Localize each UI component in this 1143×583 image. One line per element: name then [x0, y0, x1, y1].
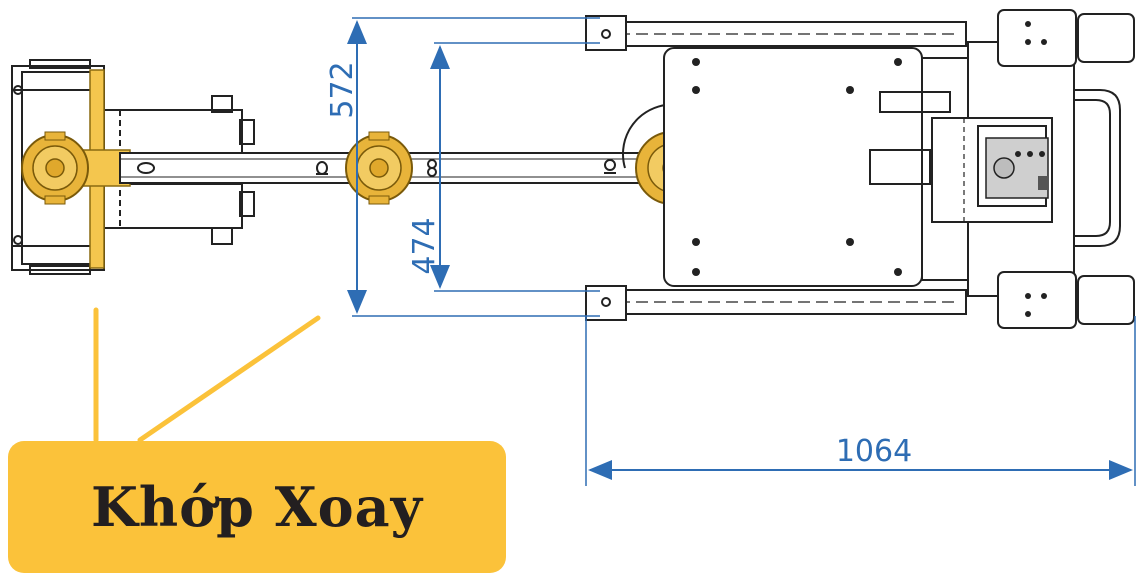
dimension-label-474: 474 — [407, 217, 442, 274]
platform-bolt-holes — [692, 58, 902, 276]
dimension-length — [585, 316, 1136, 486]
callout-box: Khớp Xoay — [8, 441, 506, 573]
dimension-label-1064: 1064 — [836, 434, 912, 469]
control-panel — [985, 137, 1049, 199]
dimension-inner-width — [430, 42, 600, 292]
right-chassis — [585, 9, 1135, 329]
callout-leader-lines — [93, 307, 321, 443]
tool-head-details — [1015, 21, 1047, 317]
dimension-overall-width — [347, 17, 600, 317]
swivel-joint-left — [21, 131, 89, 205]
callout-label: Khớp Xoay — [90, 475, 424, 539]
swivel-joint-middle — [345, 131, 413, 205]
dimension-label-572: 572 — [325, 61, 360, 118]
